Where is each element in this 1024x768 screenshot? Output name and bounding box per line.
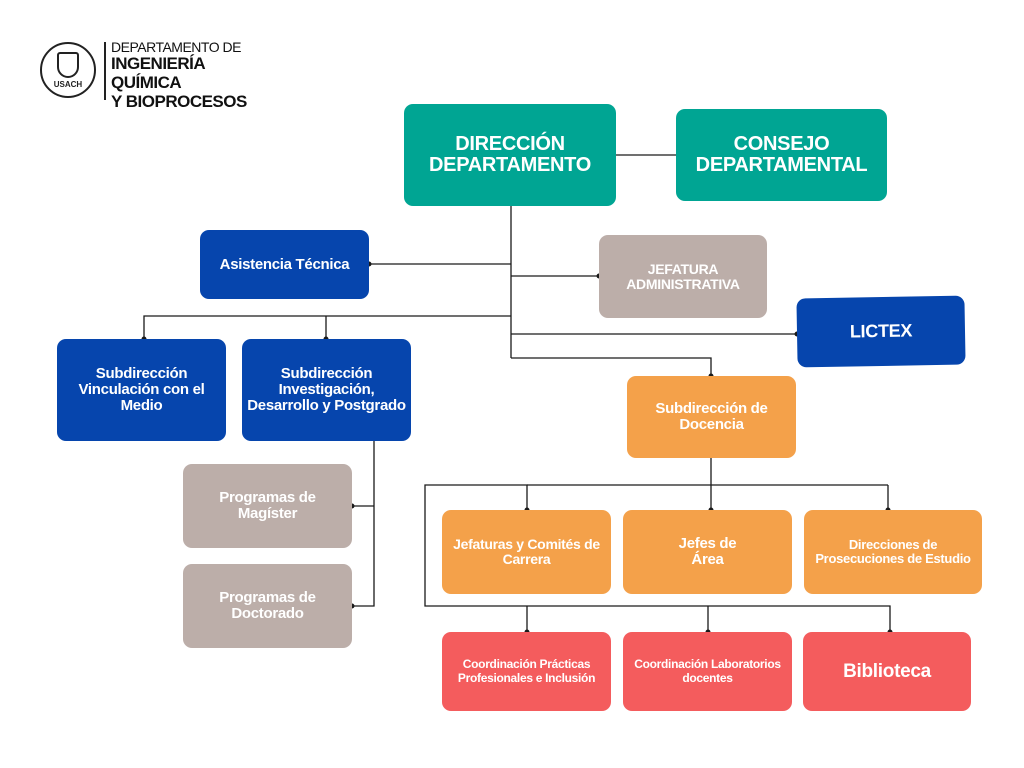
node-biblioteca: Biblioteca <box>803 632 971 711</box>
node-direcciones-prosecuciones: Direcciones de Prosecuciones de Estudio <box>804 510 982 594</box>
node-label: CONSEJO DEPARTAMENTAL <box>695 133 868 176</box>
node-label: Programas de Doctorado <box>219 589 316 622</box>
department-name: DEPARTAMENTO DE INGENIERÍA QUÍMICA Y BIO… <box>111 39 278 111</box>
seal-label: USACH <box>53 80 83 89</box>
node-lictex: LICTEX <box>796 295 966 368</box>
node-label: Subdirección Investigación, Desarrollo y… <box>247 365 406 414</box>
node-label: Direcciones de Prosecuciones de Estudio <box>815 537 971 566</box>
node-label: Programas de Magíster <box>219 489 316 522</box>
node-coordinacion-laboratorios: Coordinación Laboratorios docentes <box>623 632 792 711</box>
node-jefatura-administrativa: JEFATURA ADMINISTRATIVA <box>599 235 767 318</box>
node-consejo-departamental: CONSEJO DEPARTAMENTAL <box>676 109 887 201</box>
node-label: Jefes de Área <box>678 535 737 568</box>
node-subdireccion-docencia: Subdirección de Docencia <box>627 376 796 458</box>
department-logo: USACH DEPARTAMENTO DE INGENIERÍA QUÍMICA… <box>38 39 278 110</box>
node-coordinacion-practicas: Coordinación Prácticas Profesionales e I… <box>442 632 611 711</box>
node-direccion-departamento: DIRECCIÓN DEPARTAMENTO <box>404 104 616 206</box>
node-label: Subdirección de Docencia <box>655 400 768 433</box>
department-name-line2: INGENIERÍA QUÍMICA <box>111 54 205 93</box>
node-label: Biblioteca <box>843 660 931 682</box>
department-name-line3: Y BIOPROCESOS <box>111 91 247 111</box>
node-jefes-area: Jefes de Área <box>623 510 792 594</box>
node-label: DIRECCIÓN DEPARTAMENTO <box>429 133 591 176</box>
node-programas-doctorado: Programas de Doctorado <box>183 564 352 648</box>
node-label: Subdirección Vinculación con el Medio <box>78 365 205 414</box>
node-jefaturas-comites-carrera: Jefaturas y Comités de Carrera <box>442 510 611 594</box>
node-programas-magister: Programas de Magíster <box>183 464 352 548</box>
shield-icon <box>57 52 79 78</box>
node-subdireccion-vinculacion: Subdirección Vinculación con el Medio <box>57 339 226 441</box>
node-label: JEFATURA ADMINISTRATIVA <box>626 260 740 292</box>
node-label: LICTEX <box>849 320 913 342</box>
department-name-line1: DEPARTAMENTO DE <box>111 39 241 55</box>
node-asistencia-tecnica: Asistencia Técnica <box>200 230 369 299</box>
node-label: Coordinación Laboratorios docentes <box>634 657 781 685</box>
node-label: Asistencia Técnica <box>219 256 350 273</box>
node-label: Jefaturas y Comités de Carrera <box>453 536 600 567</box>
usach-seal-icon: USACH <box>40 42 96 98</box>
logo-divider <box>104 42 106 100</box>
node-subdireccion-investigacion: Subdirección Investigación, Desarrollo y… <box>242 339 411 441</box>
node-label: Coordinación Prácticas Profesionales e I… <box>457 657 596 685</box>
